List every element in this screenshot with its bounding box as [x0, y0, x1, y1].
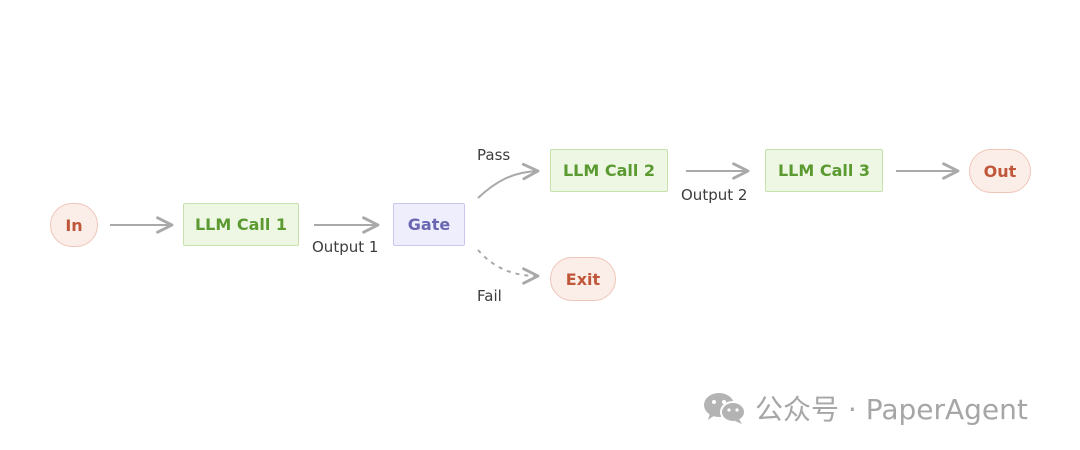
output-1-label: Output 1 [312, 238, 379, 256]
arrow-gate-to-exit [477, 249, 540, 285]
arrow-gate-to-llm2 [477, 162, 540, 199]
watermark: 公众号 · PaperAgent [703, 386, 1028, 430]
wechat-icon [704, 393, 746, 424]
llm-call-1-node: LLM Call 1 [183, 203, 299, 246]
exit-node: Exit [550, 257, 616, 301]
llm-call-2-node: LLM Call 2 [550, 149, 668, 192]
output-2-label: Output 2 [681, 186, 748, 204]
pass-label: Pass [477, 146, 511, 164]
in-node: In [50, 203, 98, 247]
llm-call-3-node: LLM Call 3 [765, 149, 883, 192]
gate-node: Gate [393, 203, 465, 246]
watermark-text: 公众号 · PaperAgent [755, 393, 1028, 426]
out-node: Out [969, 149, 1031, 193]
fail-label: Fail [477, 287, 502, 305]
